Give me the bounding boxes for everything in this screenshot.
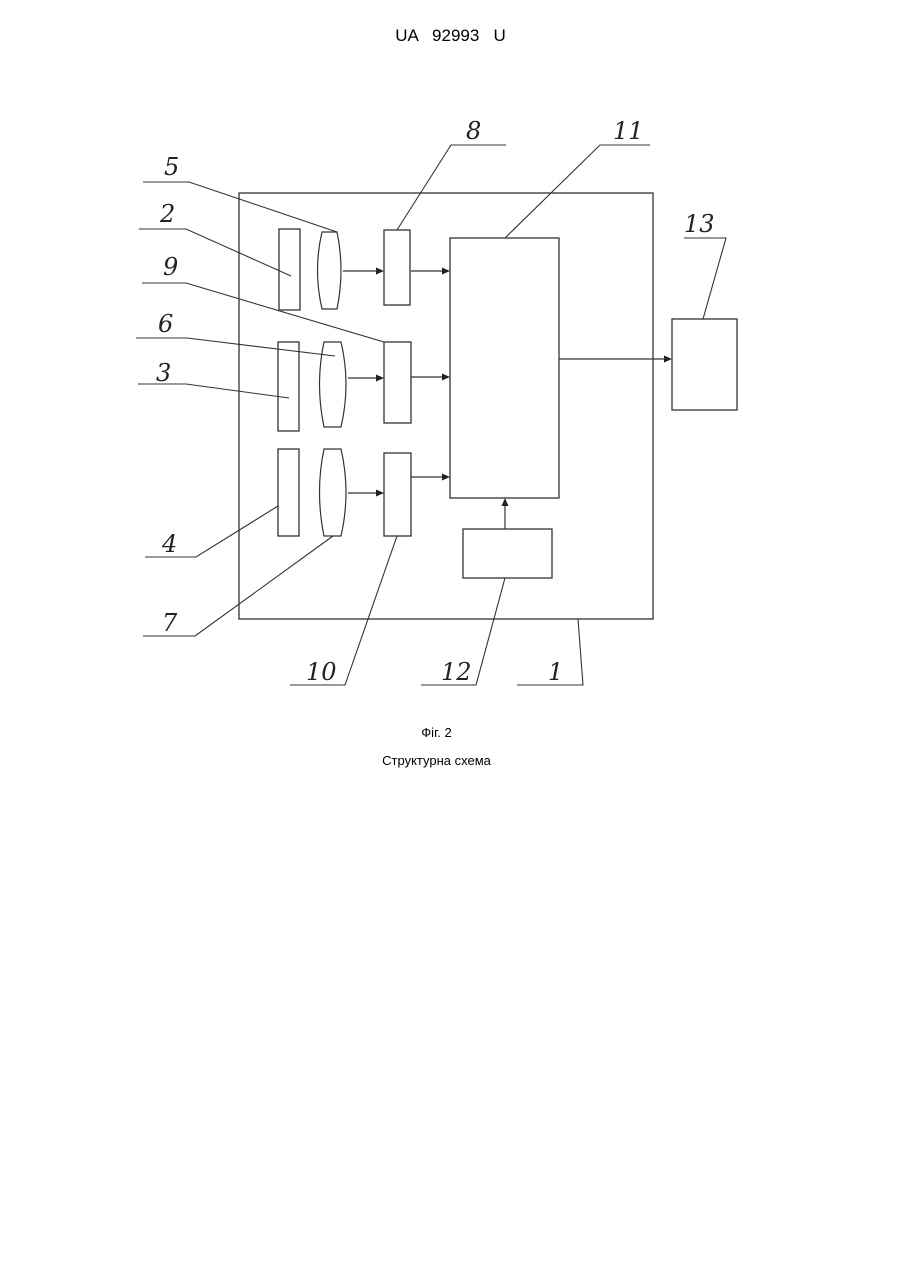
- label-9: 9: [163, 253, 178, 281]
- source-block-2: [279, 229, 300, 310]
- lens-5: [318, 232, 342, 309]
- detector-block-9: [384, 342, 411, 423]
- figure-caption-title: Структурна схема: [0, 753, 873, 768]
- label-2: 2: [159, 200, 175, 228]
- detector-block-10: [384, 453, 411, 536]
- figure-caption-number: Фіг. 2: [0, 725, 873, 740]
- housing-block-1: [239, 193, 653, 619]
- label-11: 11: [613, 117, 644, 145]
- label-8: 8: [466, 117, 481, 145]
- label-3: 3: [156, 359, 171, 387]
- label-10: 10: [306, 658, 337, 686]
- detector-block-8: [384, 230, 410, 305]
- power-block-12: [463, 529, 552, 578]
- label-13: 13: [684, 210, 715, 238]
- label-6: 6: [158, 310, 173, 338]
- lens-7: [320, 449, 347, 536]
- label-1: 1: [548, 658, 563, 686]
- label-4: 4: [161, 530, 177, 558]
- label-12: 12: [441, 658, 472, 686]
- label-7: 7: [162, 609, 178, 637]
- block-diagram: 1 2 3 4 5 6 7 8 9 10 11 12 13: [0, 0, 901, 720]
- label-5: 5: [164, 153, 179, 181]
- processor-block-11: [450, 238, 559, 498]
- signal-arrows: [343, 268, 672, 530]
- output-block-13: [672, 319, 737, 410]
- source-block-3: [278, 342, 299, 431]
- leader-lines: [136, 145, 726, 685]
- source-block-4: [278, 449, 299, 536]
